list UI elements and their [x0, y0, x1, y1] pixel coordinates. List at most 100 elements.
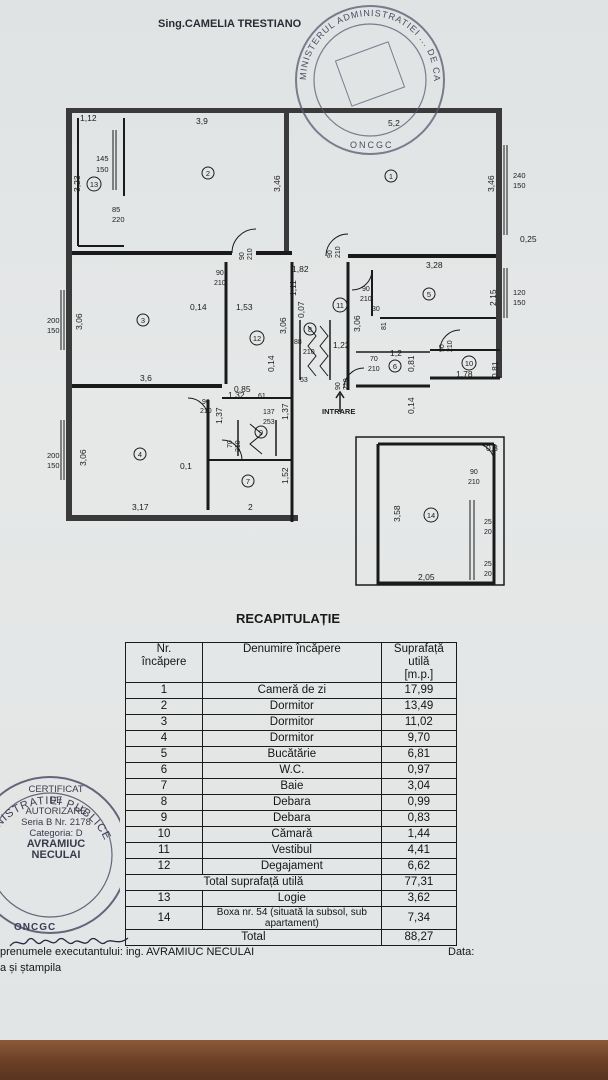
header-area: Suprafață utilă[m.p.]	[380, 642, 458, 683]
dim-label: 150	[96, 165, 109, 174]
dim-label: 210	[200, 408, 212, 415]
dim-label: 3,46	[272, 175, 282, 192]
dim-label: 200	[47, 316, 60, 325]
dim-label: 3,17	[132, 502, 149, 512]
room-number-13: 13	[90, 180, 98, 189]
table-cell-area: 0,83	[380, 810, 458, 827]
table-cell-area: 7,34	[380, 906, 458, 930]
stamp-bottom-bottom-text: ONCGC	[14, 922, 56, 933]
table-cell-area: 17,99	[380, 682, 458, 699]
dim-label: 3,06	[78, 449, 88, 466]
floor-plan: 1 2 3 4 5 6 7 8 9 10 11 12 13 14 1,12 3,…	[47, 108, 537, 586]
stamp-authorization-text: CERTIFICAT DE AUTORIZARE Seria B Nr. 217…	[4, 772, 108, 861]
recap-table: Nr.încăpere Denumire încăpere Suprafață …	[125, 642, 458, 946]
room-number-9: 9	[259, 428, 263, 437]
table-cell-name: Logie	[202, 890, 382, 907]
dim-label: 0,1	[180, 461, 192, 471]
dim-label: 210	[360, 296, 372, 303]
dim-label: 53	[300, 377, 308, 384]
dim-label: 0,14	[406, 397, 416, 414]
table-cell-nr: 14	[125, 906, 203, 930]
table-cell-name: Baie	[202, 778, 382, 795]
dim-label: 1,11	[288, 280, 298, 296]
header-nr: Nr.încăpere	[125, 642, 203, 683]
table-cell-area: 6,62	[380, 858, 458, 875]
dim-label: 210	[447, 340, 454, 352]
dim-label: 1,78	[456, 369, 473, 379]
table-cell-nr: 2	[125, 698, 203, 715]
table-cell-name: Vestibul	[202, 842, 382, 859]
dim-label: 3,6	[140, 373, 152, 383]
stamp-authorization: MINISTRATIEI PUBLICE ONCGC	[0, 776, 120, 934]
header-name: Denumire încăpere	[202, 642, 382, 683]
stamp-name: AVRAMIUC	[26, 838, 86, 850]
table-cell-name: Cameră de zi	[202, 682, 382, 699]
table-cell-area: 0,97	[380, 762, 458, 779]
dim-label: 0,25	[520, 234, 537, 244]
dim-label: 137	[263, 409, 275, 416]
header-signature-text: Sing.CAMELIA TRESTIANO	[158, 18, 302, 30]
dim-label: 210	[468, 479, 480, 486]
dim-label: 0,14	[190, 302, 207, 312]
dim-label: 85	[112, 205, 120, 214]
room-number-6: 6	[393, 362, 397, 371]
dim-label: 1,22	[333, 340, 350, 350]
dim-label: 70	[370, 356, 378, 363]
table-cell-nr: 7	[125, 778, 203, 795]
dim-label: 3,06	[352, 315, 362, 332]
dim-label: 120	[513, 288, 526, 297]
dim-label: 0,81	[490, 361, 500, 378]
table-cell-name: Debara	[202, 794, 382, 811]
table-cell-area: 6,81	[380, 746, 458, 763]
dim-label: 3,9	[196, 116, 208, 126]
dim-label: 0,07	[296, 301, 306, 318]
table-cell-nr: 13	[125, 890, 203, 907]
room-number-11: 11	[336, 301, 344, 310]
table-cell-name: Dormitor	[202, 714, 382, 731]
table-cell-name: Bucătărie	[202, 746, 382, 763]
table-cell-area: 88,27	[380, 929, 458, 946]
dim-label: 210	[343, 378, 350, 390]
wall-left	[66, 108, 72, 520]
dim-label: 150	[47, 326, 60, 335]
footer-stamp-line: a și ștampila	[0, 962, 62, 974]
table-cell-name: Degajament	[202, 858, 382, 875]
dim-label: 90	[335, 382, 342, 390]
dim-label: 25	[484, 519, 492, 526]
table-cell-label: Total suprafață utilă	[125, 874, 382, 891]
dim-label: 145	[96, 154, 109, 163]
table-cell-nr: 9	[125, 810, 203, 827]
stamp-top-bottom-text: ONCGC	[350, 140, 394, 150]
dim-label: 1,82	[292, 264, 309, 274]
dim-label: 70	[227, 440, 234, 448]
dim-label: 0,81	[406, 355, 416, 372]
dim-label: 1,32	[228, 390, 245, 400]
room-number-8: 8	[308, 325, 312, 334]
table-cell-area: 77,31	[380, 874, 458, 891]
dim-label: 20	[484, 529, 492, 536]
dim-label: 0,85	[234, 384, 251, 394]
table-cell-nr: 5	[125, 746, 203, 763]
wall-top	[66, 108, 502, 113]
stamp-top-ring-text: MINISTERUL ADMINISTRATIEI ... DE CADASTR…	[290, 0, 441, 82]
dim-label: 2	[248, 502, 253, 512]
table-cell-area: 11,02	[380, 714, 458, 731]
table-cell-nr: 6	[125, 762, 203, 779]
room-number-10: 10	[465, 359, 473, 368]
table-cell-nr: 10	[125, 826, 203, 843]
stamp-line: CERTIFICAT	[28, 784, 84, 795]
dim-label: 253	[263, 419, 275, 426]
dim-label: 210	[247, 248, 254, 260]
dim-label: 3,06	[74, 313, 84, 330]
